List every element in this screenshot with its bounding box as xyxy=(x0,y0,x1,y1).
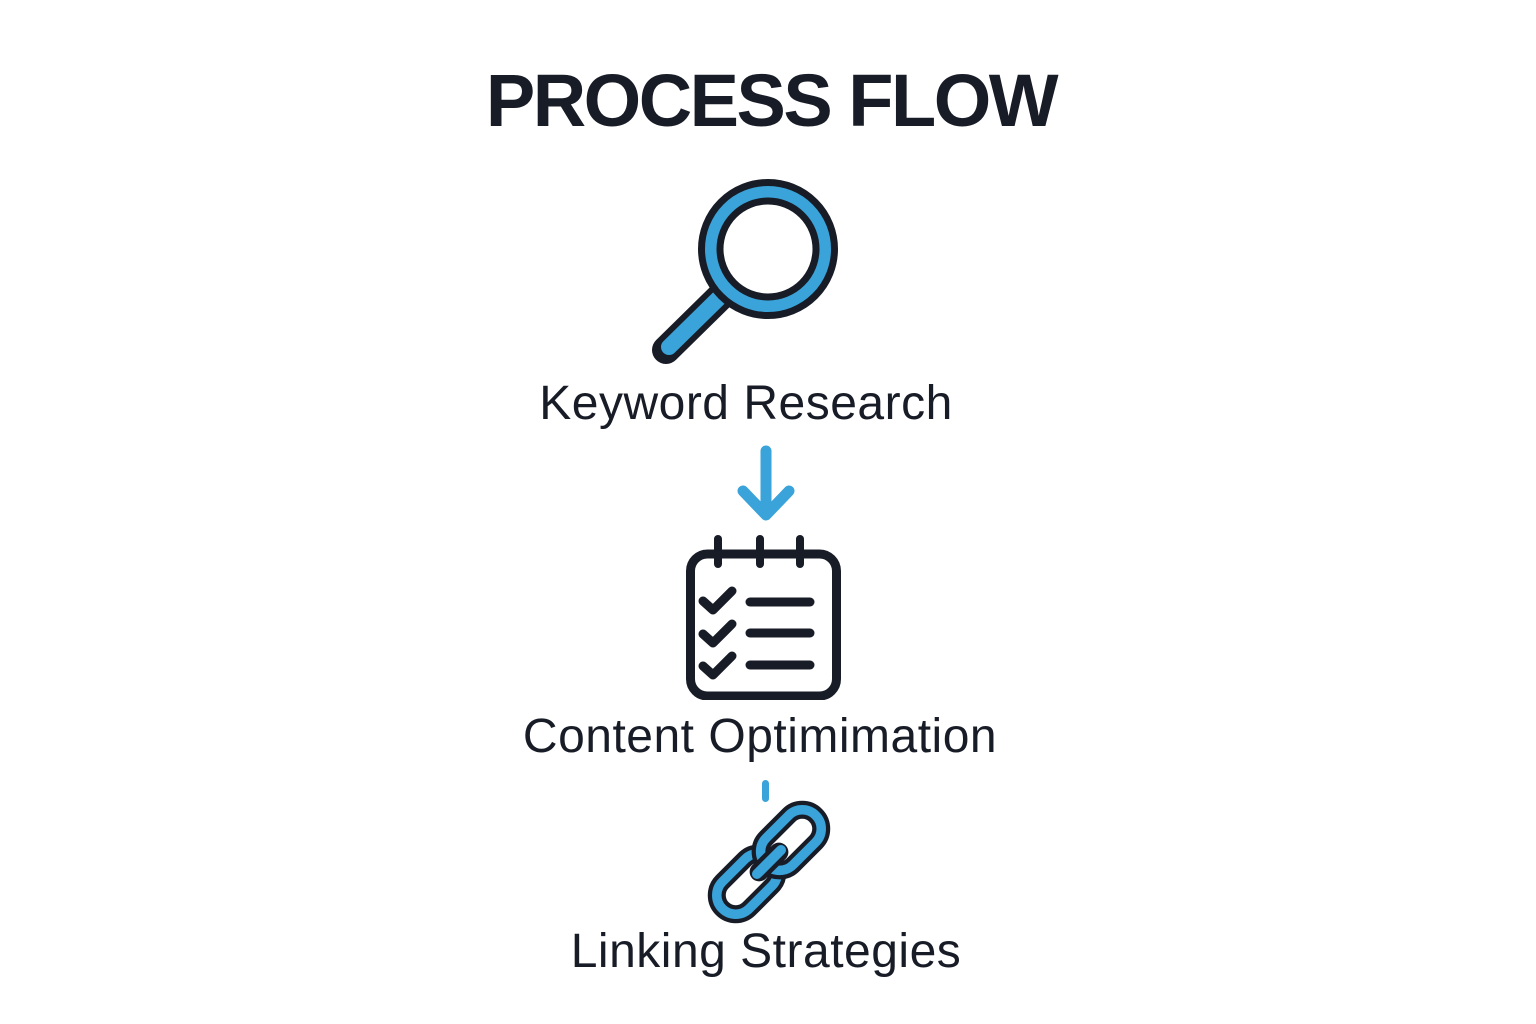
step-label-keyword-research: Keyword Research xyxy=(539,377,953,430)
checklist-icon xyxy=(686,535,841,700)
step-label-content-optimimation: Content Optimimation xyxy=(522,710,998,763)
step-label-linking-strategies: Linking Strategies xyxy=(570,925,962,978)
magnifier-icon xyxy=(652,179,838,364)
chain-link-icon xyxy=(707,800,831,924)
page-title: PROCESS FLOW xyxy=(485,59,1059,142)
dash-connector xyxy=(762,780,769,802)
arrow-down-icon xyxy=(737,445,795,521)
